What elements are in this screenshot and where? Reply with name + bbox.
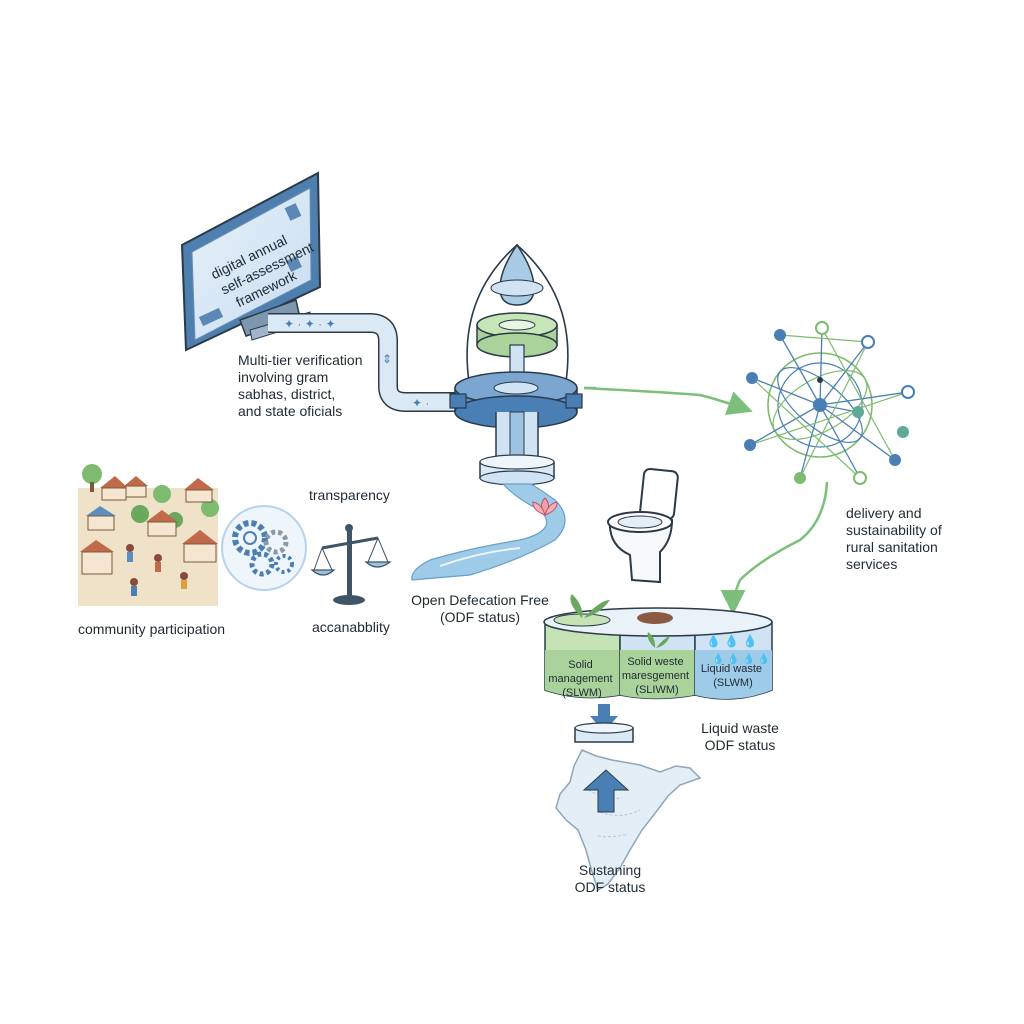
community-participation-label: community participation [78,621,226,637]
tower-to-network-arrow [583,386,753,416]
central-tower-icon [449,243,583,486]
verification-label: Multi-tier verification involving gram s… [238,352,363,419]
pipe-updown-icon: ⇕ [382,352,392,366]
svg-text:💧 💧 💧 💧: 💧 💧 💧 💧 [712,652,770,665]
svg-text:💧 💧 💧: 💧 💧 💧 [706,634,758,648]
tank-2-label: Solid weste maresgement (SLIWM) [622,656,692,696]
monitor-icon: digital annual self-assessment framework [180,171,322,352]
network-to-tanks-arrow [720,481,829,615]
village-illustration [78,464,219,606]
scales-icon [310,524,392,605]
tank-3-label: Liquid waste (SLWM) [701,663,765,689]
toilet-icon [607,467,679,584]
sustaining-odf-label: Sustaning ODF status [574,862,646,895]
odf-free-label: Open Defecation Free (ODF status) [411,592,549,625]
waste-tanks: 💧 💧 💧 💧 💧 💧 💧 [543,594,773,700]
pipe-arrow-icon: ✦ · ✦ · ✦ [284,317,336,331]
liquid-waste-odf-label: Liquid waste ODF status [701,720,779,753]
tank-1-label: Solid management (SLWM) [548,659,615,699]
transparency-label: transparency [309,487,390,503]
pipe-node-icon: ✦ · [412,396,429,410]
down-arrow-icon [574,704,634,743]
data-pipe: ✦ · ✦ · ✦ ⇕ ✦ · [268,313,458,412]
gears-icon [221,505,307,591]
river-icon [411,483,566,581]
accountability-label: accanabblity [312,619,390,635]
lotus-icon [532,497,558,516]
network-globe-icon [744,321,915,485]
india-map-icon [555,749,702,892]
delivery-sustainability-label: delivery and sustainability of rural san… [846,505,942,572]
